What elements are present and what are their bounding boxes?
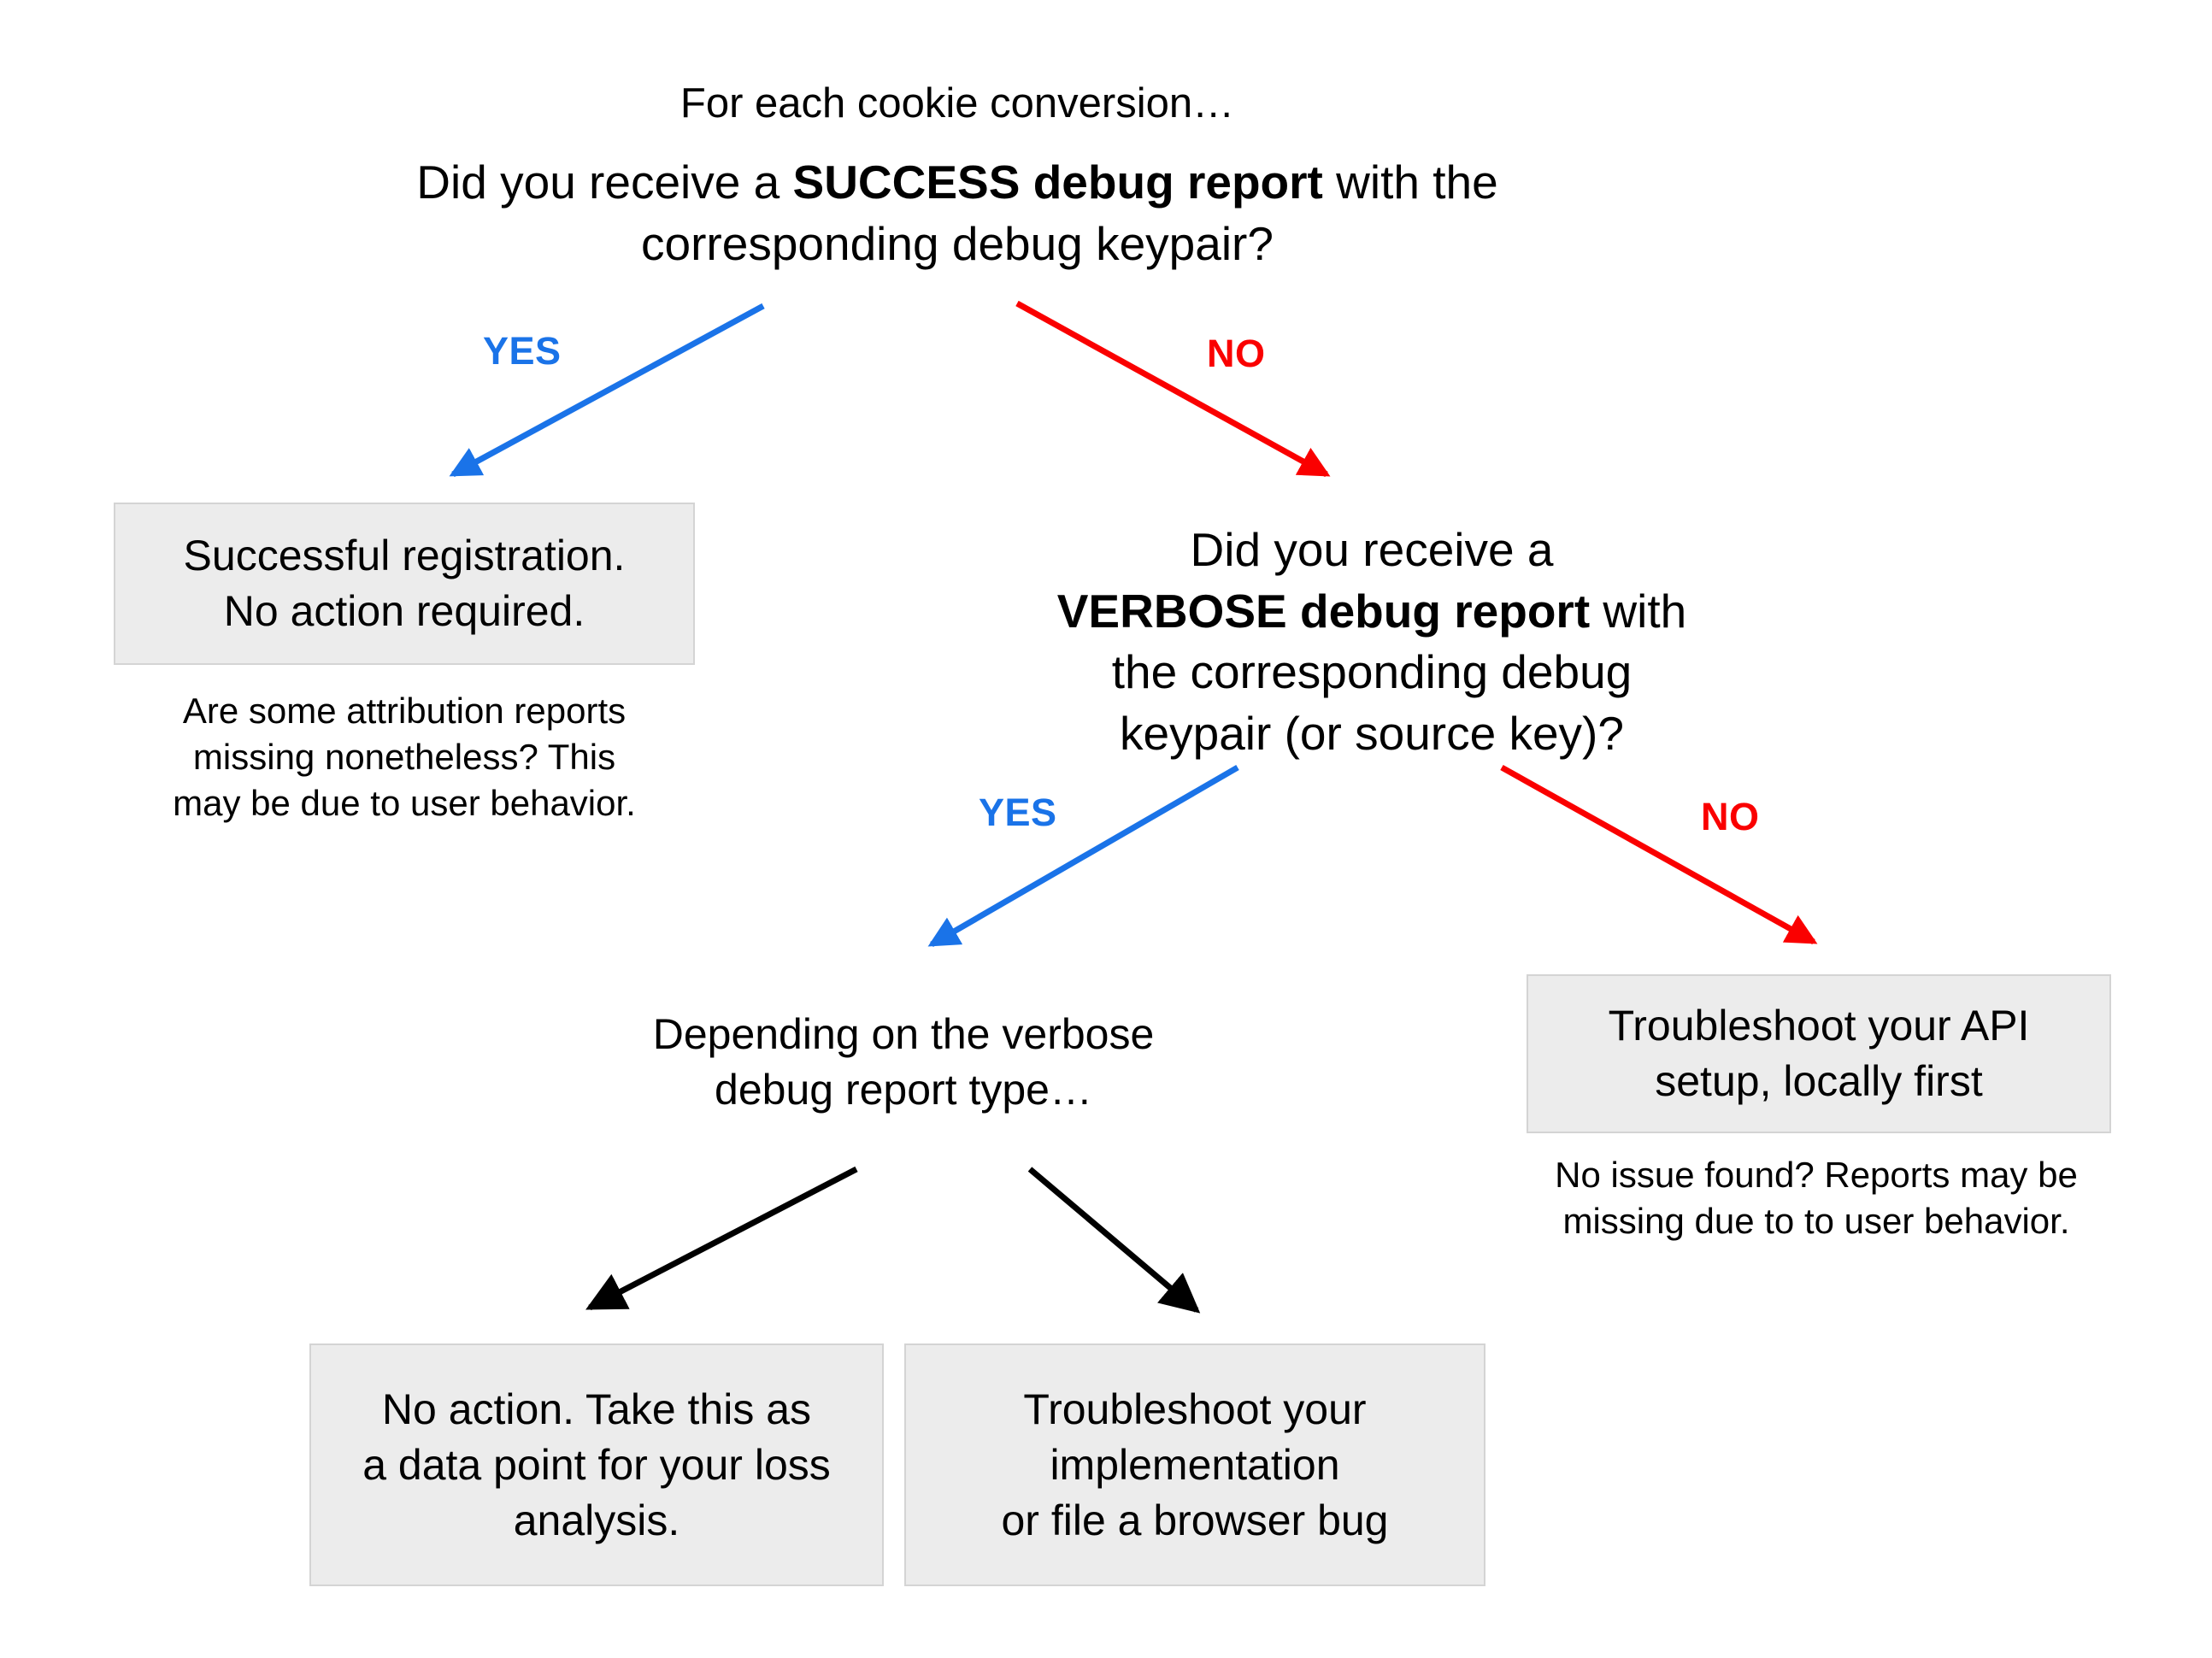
second-question: Did you receive a VERBOSE debug report w… [1013,520,1731,764]
box-successful-registration[interactable]: Successful registration. No action requi… [114,503,695,665]
branch-subhead-report-type: Depending on the verbose debug report ty… [652,1010,1155,1114]
caption-attribution-missing: Are some attribution reports missing non… [173,691,636,823]
edge-root-no-arrow [1015,300,1331,478]
second-question-part2: with the corresponding debug keypair (or… [1111,584,1687,760]
intro-text: For each cookie conversion… [679,80,1235,126]
root-question-part1: Did you receive a [416,156,793,209]
edge-label-second-yes: YES [979,791,1057,834]
root-question-part2: with the corresponding debug keypair? [641,156,1498,270]
box-troubleshoot-implementation[interactable]: Troubleshoot your implementation or file… [904,1343,1485,1586]
box-no-action-loss-analysis[interactable]: No action. Take this as a data point for… [309,1343,884,1586]
caption-no-issue-found: No issue found? Reports may be missing d… [1555,1155,2078,1241]
root-question: Did you receive a SUCCESS debug report w… [282,152,1633,274]
edge-label-root-no: NO [1207,332,1266,375]
edge-label-second-no: NO [1701,795,1760,838]
second-question-emphasis: VERBOSE debug report [1056,584,1591,638]
edge-second-yes-arrow [927,764,1239,948]
root-question-emphasis: SUCCESS debug report [792,156,1323,209]
box-troubleshoot-api-setup[interactable]: Troubleshoot your API setup, locally fir… [1527,974,2111,1133]
edge-label-root-yes: YES [483,329,562,373]
edge-report-type-right-arrow [1027,1167,1201,1314]
edge-report-type-left-arrow [585,1166,858,1311]
second-question-part1: Did you receive a [1190,523,1554,576]
edge-second-no-arrow [1500,764,1818,945]
